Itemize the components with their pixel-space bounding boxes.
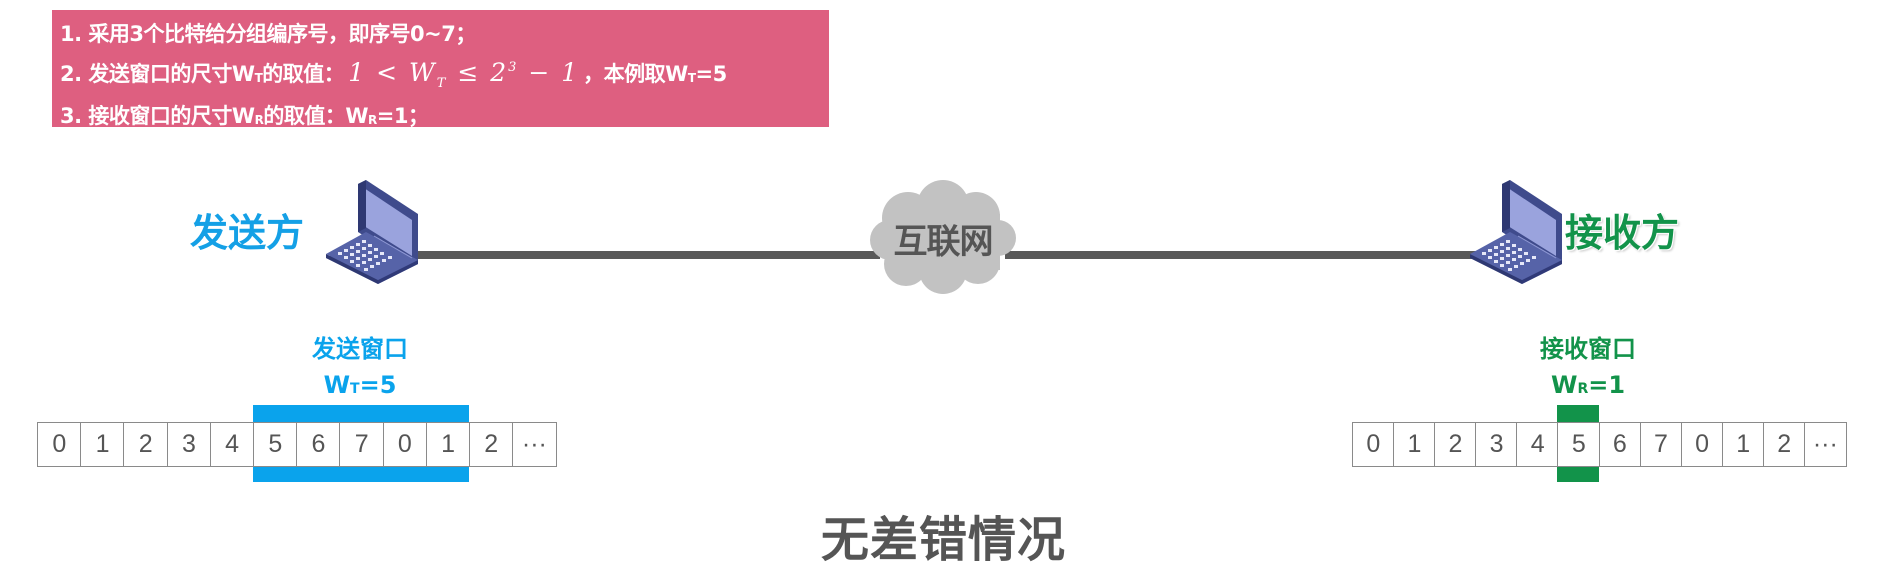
sender-label: 发送方 bbox=[190, 211, 305, 255]
sequence-cell: 3 bbox=[1475, 422, 1518, 467]
sequence-cell: 1 bbox=[1393, 422, 1436, 467]
formula-sub: T bbox=[436, 76, 448, 91]
example-text: ，本例取W bbox=[583, 62, 688, 86]
value-label: 的取值：W bbox=[263, 104, 368, 128]
sequence-cell: 7 bbox=[339, 422, 384, 467]
send-window-size-text: 2. 发送窗口的尺寸W bbox=[60, 62, 255, 86]
sequence-cell: 2 bbox=[1762, 422, 1806, 467]
formula-rhs: − 1 bbox=[518, 58, 580, 87]
sequence-cell: 2 bbox=[468, 422, 514, 467]
info-line-2: 2. 发送窗口的尺寸WT的取值：1 < WT ≤ 23 − 1，本例取WT=5 bbox=[60, 51, 829, 100]
sequence-cell: 5 bbox=[1557, 422, 1601, 467]
link-line-receiver bbox=[1005, 251, 1485, 259]
formula-exp: 3 bbox=[508, 60, 519, 75]
sequence-cell: 7 bbox=[1639, 422, 1683, 467]
send-window-formula: 1 < WT ≤ 23 − 1 bbox=[348, 58, 580, 91]
info-line-3: 3. 接收窗口的尺寸WR的取值：WR=1； bbox=[60, 100, 829, 137]
sequence-cell: 0 bbox=[382, 422, 428, 467]
sequence-cell: 6 bbox=[1598, 422, 1642, 467]
subscript-t: T bbox=[254, 71, 263, 85]
send-window-title: 发送窗口 bbox=[312, 335, 408, 363]
value-sub: R bbox=[1577, 381, 1589, 397]
recv-window-title: 接收窗口 bbox=[1540, 335, 1636, 363]
formula-rel: ≤ 2 bbox=[447, 58, 509, 87]
send-window-size: WT=5 bbox=[260, 370, 460, 404]
receiver-label: 接收方 bbox=[1565, 211, 1680, 255]
sequence-cell: ··· bbox=[512, 422, 557, 467]
scenario-title: 无差错情况 bbox=[820, 512, 1066, 568]
example-value: =5 bbox=[695, 62, 728, 86]
info-box: 1. 采用3个比特给分组编序号，即序号0~7； 2. 发送窗口的尺寸WT的取值：… bbox=[52, 10, 829, 128]
value-w: W bbox=[323, 371, 351, 399]
link-line-sender bbox=[410, 251, 880, 259]
cloud-label: 互联网 bbox=[893, 222, 994, 262]
sequence-cell: 1 bbox=[80, 422, 125, 467]
laptop-icon bbox=[324, 180, 419, 285]
cloud-icon bbox=[868, 178, 1018, 296]
sequence-cell: 0 bbox=[37, 422, 82, 467]
recv-window-size: WR=1 bbox=[1488, 370, 1688, 404]
sequence-cell: 6 bbox=[296, 422, 341, 467]
value-num: =5 bbox=[359, 371, 397, 399]
sequence-cell: ··· bbox=[1804, 422, 1847, 467]
sequence-cell: 2 bbox=[123, 422, 169, 467]
sequence-cell: 0 bbox=[1352, 422, 1395, 467]
sequence-cell: 3 bbox=[166, 422, 212, 467]
value-num: =1 bbox=[1588, 371, 1626, 399]
recv-window-value: =1； bbox=[376, 104, 429, 128]
subscript-r: R bbox=[368, 113, 377, 127]
sequence-cell: 0 bbox=[1680, 422, 1724, 467]
sequence-cell: 2 bbox=[1434, 422, 1477, 467]
seq-bits-text: 1. 采用3个比特给分组编序号，即序号0~7； bbox=[60, 22, 476, 46]
laptop-icon bbox=[1468, 180, 1563, 285]
info-line-1: 1. 采用3个比特给分组编序号，即序号0~7； bbox=[60, 18, 829, 51]
sequence-cell: 1 bbox=[1721, 422, 1765, 467]
recv-window-size-text: 3. 接收窗口的尺寸W bbox=[60, 104, 255, 128]
sequence-cell: 4 bbox=[1516, 422, 1559, 467]
formula-lhs: 1 < W bbox=[348, 58, 437, 87]
value-w: W bbox=[1550, 371, 1578, 399]
subscript-t: T bbox=[687, 71, 696, 85]
sequence-cell: 4 bbox=[209, 422, 255, 467]
sequence-cell: 1 bbox=[425, 422, 471, 467]
subscript-r: R bbox=[254, 113, 264, 127]
value-label: 的取值： bbox=[262, 62, 345, 86]
sequence-cell: 5 bbox=[252, 422, 298, 467]
value-sub: T bbox=[350, 381, 360, 397]
